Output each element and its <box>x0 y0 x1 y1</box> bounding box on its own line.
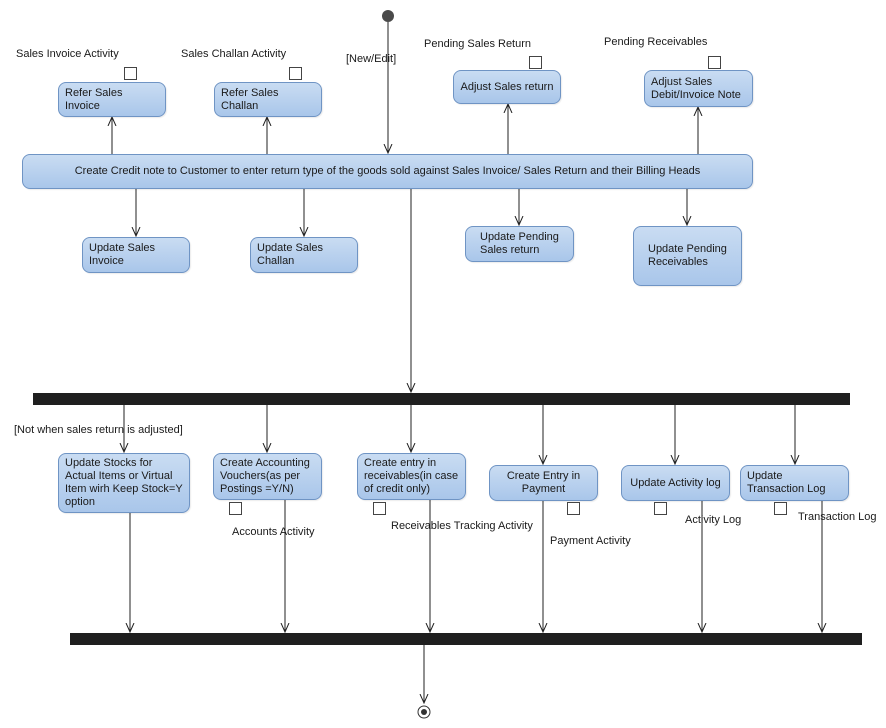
create-receivables-entry-action[interactable]: Create entry in receivables(in case of c… <box>357 453 466 500</box>
start-node <box>382 10 394 22</box>
fork-bar <box>33 393 850 405</box>
update-activity-log-action[interactable]: Update Activity log <box>621 465 730 501</box>
note-payment-activity: Payment Activity <box>550 535 631 547</box>
activity-marker-icon <box>567 502 580 515</box>
note-sales-invoice-activity: Sales Invoice Activity <box>16 48 119 60</box>
note-receivables-tracking-activity: Receivables Tracking Activity <box>391 520 533 532</box>
update-stocks-action[interactable]: Update Stocks for Actual Items or Virtua… <box>58 453 190 513</box>
adjust-sales-return-action[interactable]: Adjust Sales return <box>453 70 561 104</box>
update-transaction-log-action[interactable]: Update Transaction Log <box>740 465 849 501</box>
update-sales-challan-action[interactable]: Update Sales Challan <box>250 237 358 273</box>
note-pending-sales-return: Pending Sales Return <box>424 38 532 50</box>
activity-marker-icon <box>124 67 137 80</box>
end-node <box>417 705 431 719</box>
create-credit-note-action[interactable]: Create Credit note to Customer to enter … <box>22 154 753 189</box>
note-sales-challan-activity: Sales Challan Activity <box>181 48 287 60</box>
guard-not-adjusted: [Not when sales return is adjusted] <box>14 424 183 436</box>
adjust-sales-debit-note-action[interactable]: Adjust Sales Debit/Invoice Note <box>644 70 753 107</box>
join-bar <box>70 633 862 645</box>
activity-marker-icon <box>289 67 302 80</box>
activity-marker-icon <box>373 502 386 515</box>
refer-sales-challan-action[interactable]: Refer Sales Challan <box>214 82 322 117</box>
create-accounting-vouchers-action[interactable]: Create Accounting Vouchers(as per Postin… <box>213 453 322 500</box>
activity-marker-icon <box>654 502 667 515</box>
refer-sales-invoice-action[interactable]: Refer Sales Invoice <box>58 82 166 117</box>
activity-marker-icon <box>529 56 542 69</box>
update-sales-invoice-action[interactable]: Update Sales Invoice <box>82 237 190 273</box>
note-pending-receivables: Pending Receivables <box>604 36 708 48</box>
create-payment-entry-action[interactable]: Create Entry in Payment <box>489 465 598 501</box>
activity-marker-icon <box>708 56 721 69</box>
activity-marker-icon <box>229 502 242 515</box>
activity-marker-icon <box>774 502 787 515</box>
note-accounts-activity: Accounts Activity <box>232 526 315 538</box>
update-pending-receivables-action[interactable]: Update Pending Receivables <box>633 226 742 286</box>
update-pending-sales-return-action[interactable]: Update Pending Sales return <box>465 226 574 262</box>
note-transaction-log: Transaction Log <box>798 511 877 523</box>
note-activity-log: Activity Log <box>685 514 742 526</box>
guard-new-edit: [New/Edit] <box>346 53 397 65</box>
